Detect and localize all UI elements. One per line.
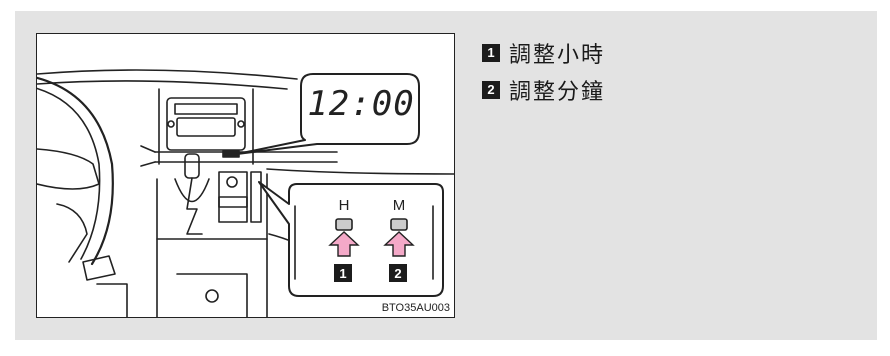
legend-item: 2 調整分鐘 [482, 73, 605, 106]
arrow-m [383, 231, 415, 257]
legend-item: 1 調整小時 [482, 36, 605, 69]
callout-badge-2: 2 [389, 264, 407, 282]
figure-code: BTO35AU003 [381, 302, 450, 314]
legend: 1 調整小時 2 調整分鐘 [482, 36, 605, 110]
legend-badge: 2 [482, 80, 500, 99]
arrow-h [328, 231, 360, 257]
dashboard-illustration: 12:00 H M 1 2 BTO35AU003 [36, 33, 455, 318]
legend-text: 調整分鐘 [509, 79, 606, 105]
hour-button-label: H [338, 197, 350, 214]
minute-button-label: M [392, 197, 406, 214]
callout-badge-1: 1 [334, 264, 352, 282]
legend-text: 調整小時 [509, 42, 606, 68]
clock-display: 12:00 [307, 84, 415, 124]
legend-badge: 1 [482, 43, 500, 62]
